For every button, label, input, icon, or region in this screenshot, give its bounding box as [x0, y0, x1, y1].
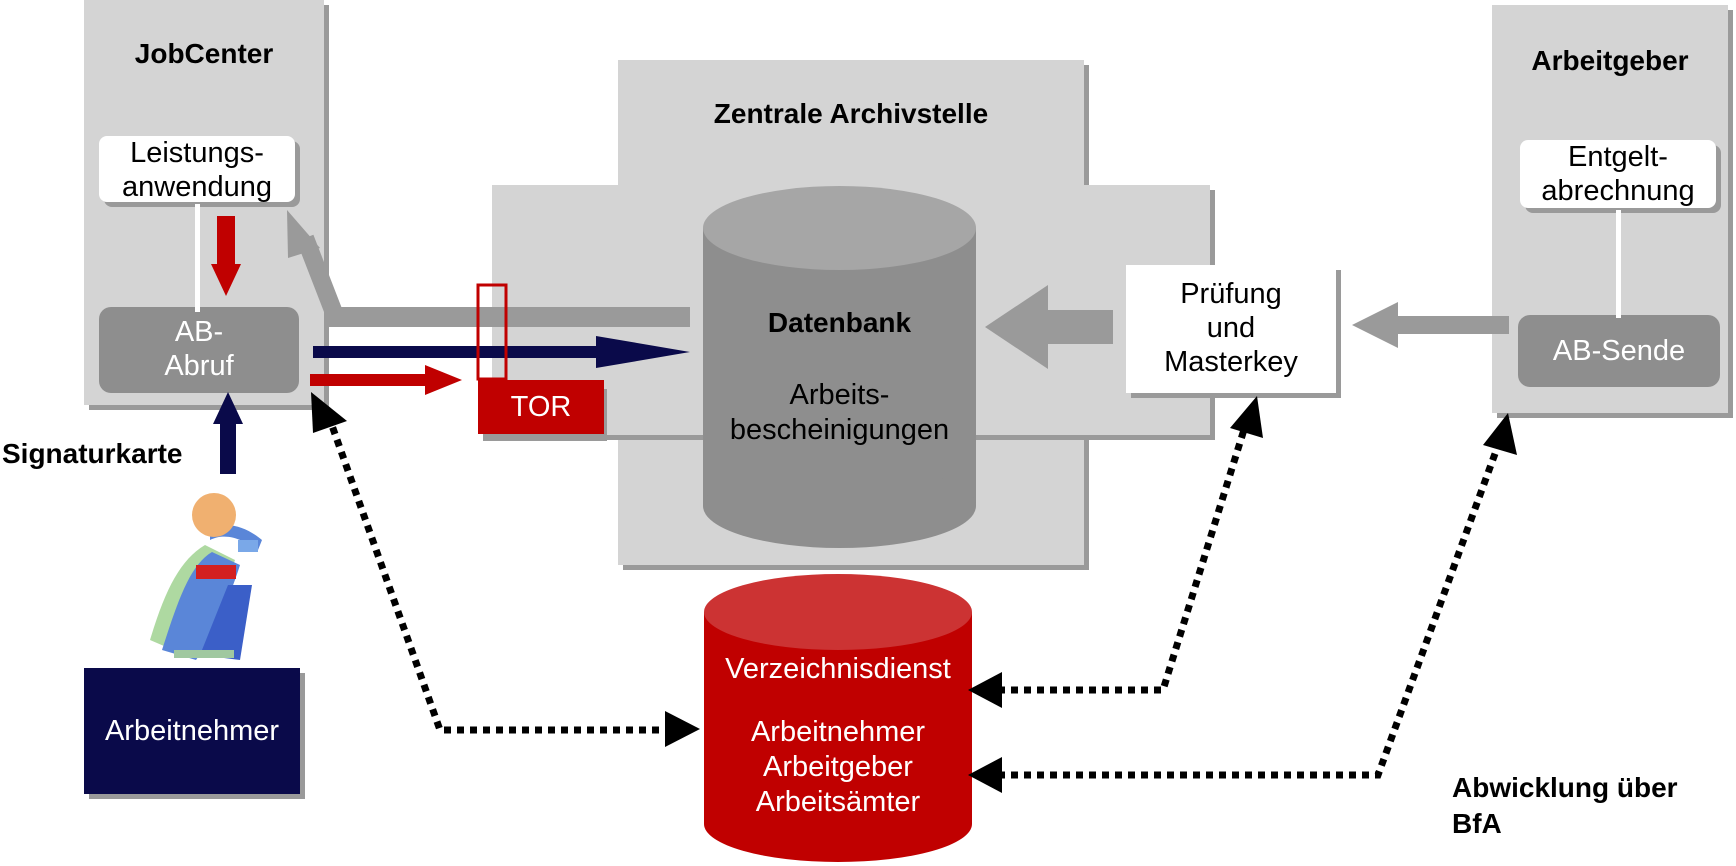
signaturkarte-label: Signaturkarte: [2, 438, 183, 469]
connector-arbeitgeber: [1616, 210, 1621, 318]
arbeitnehmer-label: Arbeitnehmer: [104, 715, 280, 747]
datenbank-contents: Arbeits- bescheinigungen: [703, 378, 976, 448]
arbeitnehmer-box[interactable]: Arbeitnehmer: [84, 668, 300, 794]
arrowhead-verzeichnis-right2: [968, 757, 1002, 793]
arrowhead-verzeichnis-right1: [968, 672, 1002, 708]
grey-arrow-sende-pruefung: [1352, 302, 1509, 348]
entgeltabrechnung-line2: abrechnung: [1541, 175, 1695, 207]
verzeichnis-cylinder: [704, 574, 972, 862]
verzeichnis-line2: Arbeitgeber: [763, 751, 913, 783]
dotted-verzeichnis-pruefung: [985, 418, 1251, 694]
verzeichnis-title: Verzeichnisdienst: [725, 653, 951, 685]
datenbank-cylinder: [703, 186, 976, 548]
ab-abruf-box[interactable]: AB- Abruf: [99, 307, 299, 393]
entgeltabrechnung-line1: Entgelt-: [1568, 141, 1668, 173]
dotted-verzeichnis-jobcenter: [326, 418, 685, 734]
jobcenter-title: JobCenter: [134, 38, 274, 69]
verzeichnis-line1: Arbeitnehmer: [750, 716, 926, 748]
ab-abruf-line2: Abruf: [164, 350, 234, 382]
entgeltabrechnung-box[interactable]: Entgelt- abrechnung: [1520, 140, 1716, 208]
arrowhead-verzeichnis-left: [665, 711, 700, 747]
navy-up-arrow: [213, 392, 243, 474]
navy-arrow-abruf-datenbank: [313, 336, 690, 368]
red-down-arrow: [211, 216, 241, 296]
tor-gate-outline: [476, 283, 508, 381]
ab-abruf-line1: AB-: [174, 316, 224, 348]
pruefung-line1: Prüfung: [1180, 278, 1282, 310]
tor-label: TOR: [510, 391, 572, 423]
leistungsanwendung-line2: anwendung: [122, 171, 272, 203]
ab-sende-box[interactable]: AB-Sende: [1518, 315, 1720, 387]
datenbank-line2: bescheinigungen: [729, 414, 950, 446]
ab-sende-label: AB-Sende: [1552, 335, 1686, 367]
pruefung-line2: und: [1206, 312, 1256, 344]
datenbank-line1: Arbeits-: [789, 379, 890, 411]
arrowhead-jobcenter: [311, 392, 347, 433]
leistungsanwendung-box[interactable]: Leistungs- anwendung: [99, 136, 295, 203]
abwicklung-line2: BfA: [1452, 808, 1502, 839]
dotted-verzeichnis-arbeitgeber: [985, 438, 1504, 779]
verzeichnis-line3: Arbeitsämter: [755, 786, 921, 818]
abwicklung-line1: Abwicklung über: [1452, 772, 1678, 803]
verzeichnis-contents: Verzeichnisdienst Arbeitnehmer Arbeitgeb…: [704, 652, 972, 820]
leistungsanwendung-line1: Leistungs-: [130, 137, 264, 169]
arrowhead-arbeitgeber: [1483, 413, 1517, 455]
arbeitgeber-title: Arbeitgeber: [1531, 45, 1689, 76]
connector-jobcenter: [195, 204, 200, 312]
person-figure-icon: [150, 493, 262, 660]
pruefung-box[interactable]: Prüfung und Masterkey: [1126, 265, 1336, 393]
abwicklung-note: Abwicklung über BfA: [1452, 770, 1678, 842]
red-arrow-abruf-tor: [310, 365, 462, 395]
arrowhead-pruefung: [1230, 396, 1263, 438]
tor-box: [478, 380, 604, 434]
datenbank-title: Datenbank: [767, 307, 912, 338]
grey-return-arrow: [287, 210, 690, 327]
archiv-title: Zentrale Archivstelle: [713, 98, 989, 129]
pruefung-line3: Masterkey: [1164, 346, 1298, 378]
grey-arrow-pruefung-datenbank: [985, 285, 1113, 369]
